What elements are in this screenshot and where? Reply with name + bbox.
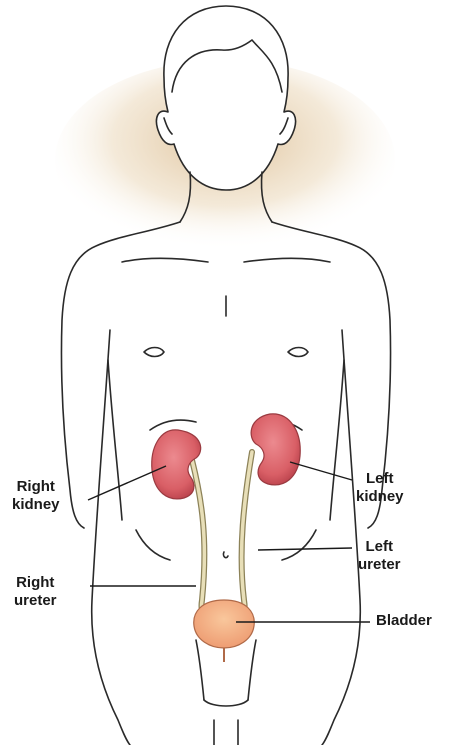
bladder-label: Bladder [376, 612, 432, 630]
left-nipple [288, 348, 308, 357]
right-nipple [144, 348, 164, 357]
right-kidney-label: Right kidney [12, 478, 60, 514]
left-kidney-shape [251, 414, 300, 485]
left-ureter-label-line2: ureter [358, 556, 401, 574]
left-groin-line [248, 640, 256, 700]
left-ureter-label: Left ureter [358, 538, 401, 574]
left-kidney-leader [290, 462, 352, 480]
right-groin-line [196, 640, 204, 700]
left-hip-line [282, 530, 316, 560]
right-kidney-label-line2: kidney [12, 496, 60, 514]
right-arm-inner [108, 360, 122, 520]
right-clavicle [122, 258, 208, 262]
left-ureter-leader [258, 548, 352, 550]
left-clavicle [244, 258, 330, 262]
right-hip-line [136, 530, 170, 560]
left-kidney-label-line1: Left [356, 470, 404, 488]
right-ureter-label-line1: Right [14, 574, 57, 592]
right-ureter-label-line2: ureter [14, 592, 57, 610]
bladder-shape [194, 600, 255, 648]
bladder-label-text: Bladder [376, 612, 432, 630]
navel [223, 552, 228, 558]
left-arm-inner [330, 360, 344, 520]
left-ureter-label-line1: Left [358, 538, 401, 556]
left-kidney-label-line2: kidney [356, 488, 404, 506]
right-ureter-label: Right ureter [14, 574, 57, 610]
right-kidney-label-line1: Right [12, 478, 60, 496]
right-rib-line [150, 420, 196, 430]
groin-base [204, 700, 248, 706]
left-kidney-label: Left kidney [356, 470, 404, 506]
